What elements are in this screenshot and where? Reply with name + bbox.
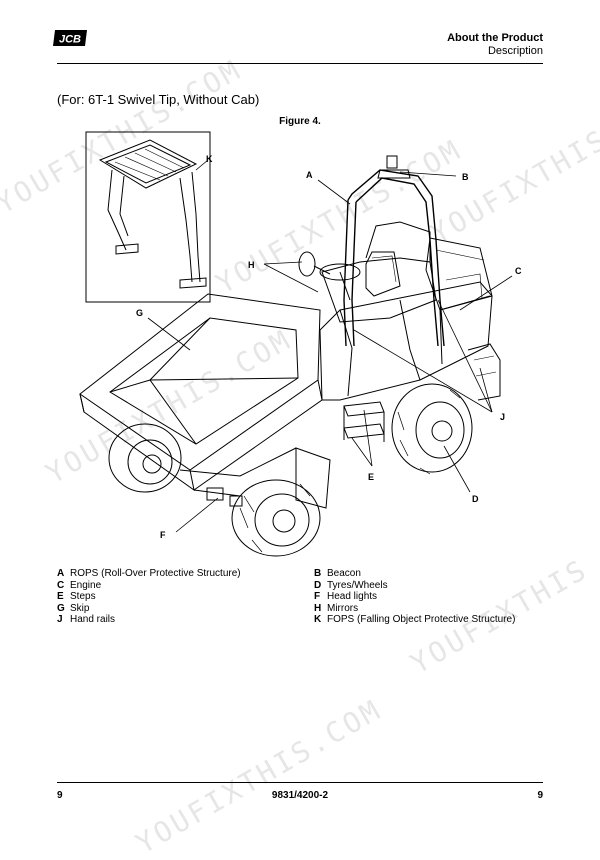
section-title: About the Product xyxy=(447,32,543,44)
callout-c: C xyxy=(515,266,522,276)
callout-g: G xyxy=(136,308,143,318)
page-number-left: 9 xyxy=(57,790,63,801)
callout-d: D xyxy=(472,494,479,504)
document-number: 9831/4200-2 xyxy=(271,790,329,801)
callout-a: A xyxy=(306,170,313,180)
header-divider xyxy=(57,63,543,64)
callout-b: B xyxy=(462,172,469,182)
jcb-logo: JCB xyxy=(52,28,90,48)
callout-e: E xyxy=(368,472,374,482)
watermark: YOUFIXTHIS.COM xyxy=(130,692,388,860)
svg-text:JCB: JCB xyxy=(59,34,81,46)
section-subtitle: Description xyxy=(487,45,543,57)
dumper-illustration: A B C D E F G H J K xyxy=(79,131,522,557)
callout-f: F xyxy=(160,530,166,540)
callout-h: H xyxy=(248,260,255,270)
callout-k: K xyxy=(206,154,213,164)
figure-title: Figure 4. xyxy=(279,116,321,127)
page-subtitle: (For: 6T-1 Swivel Tip, Without Cab) xyxy=(57,92,260,107)
footer-divider xyxy=(57,782,543,783)
page-number-right: 9 xyxy=(537,790,543,801)
callout-j: J xyxy=(500,412,505,422)
